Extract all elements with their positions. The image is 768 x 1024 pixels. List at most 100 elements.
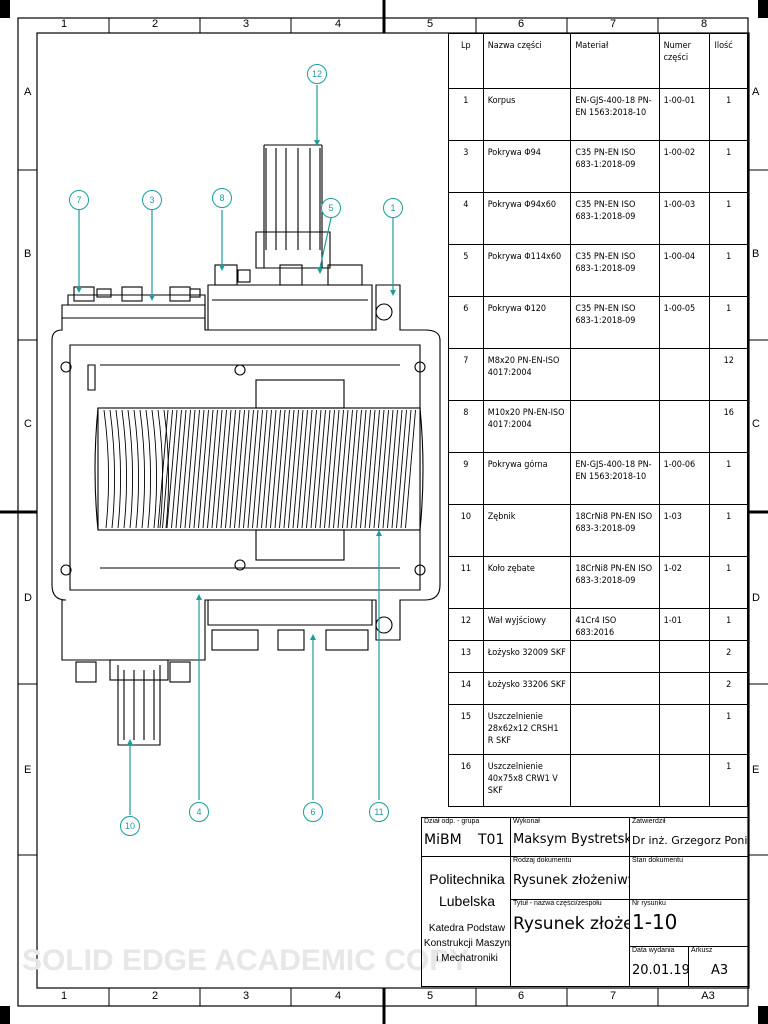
tb-date-label: Data wydania [632, 947, 675, 954]
header-qty: Ilość [709, 33, 748, 89]
tb-dept-line1: Katedra Podstaw [428, 923, 506, 934]
tb-dept-line3: i Mechatroniki [436, 953, 498, 964]
tb-sheet: A3 [711, 963, 729, 978]
parts-cell-name: Pokrywa Φ94x60 [482, 192, 572, 245]
parts-cell-material: EN-GJS-400-18 PN-EN 1563:2018-10 [570, 452, 660, 505]
tb-doctype-cell: Rodzaj dokumentu Rysunek złożeniwy [510, 856, 630, 900]
zone-row-a: A [24, 86, 32, 98]
zone-col-6: 6 [517, 18, 525, 30]
parts-cell-number [658, 704, 711, 755]
tb-title-cell: Tytuł - nazwa części/zespołu Rysunek zło… [510, 899, 630, 987]
parts-cell-number [658, 672, 711, 705]
parts-cell-qty: 1 [709, 608, 748, 641]
balloon-10: 10 [120, 816, 140, 836]
parts-cell-lp: 1 [448, 88, 484, 141]
tb-group: T01 [478, 832, 505, 848]
parts-cell-material: 41Cr4 ISO 683:2016 [570, 608, 660, 641]
zone-row-e: E [24, 764, 32, 776]
zone-col-3-bottom: 3 [242, 990, 250, 1002]
tb-school-line1: Politechnika [429, 871, 505, 887]
tb-author-cell: Wykonał Maksym Bystretskyi [510, 817, 630, 857]
zone-col-7: 7 [609, 18, 617, 30]
parts-cell-material [570, 640, 660, 673]
parts-cell-name: Pokrywa Φ120 [482, 296, 572, 349]
header-lp: Lp [448, 33, 484, 89]
tb-approved: Dr inż. Grzegorz Ponieważ [632, 834, 748, 847]
tb-drawingno: 1-10 [632, 910, 678, 934]
zone-col-1: 1 [60, 18, 68, 30]
parts-cell-lp: 10 [448, 504, 484, 557]
parts-cell-number: 1-00-03 [658, 192, 711, 245]
header-number: Numer części [658, 33, 711, 89]
zone-row-a-right: A [752, 86, 760, 98]
parts-cell-qty: 1 [709, 754, 748, 807]
parts-cell-number [658, 640, 711, 673]
sheet-size-bottom: A3 [701, 990, 715, 1002]
tb-approved-label: Zatwierdził [632, 818, 666, 825]
tb-sheet-cell: Arkusz A3 [688, 946, 749, 987]
tb-date: 20.01.19 [632, 963, 689, 978]
parts-cell-material: C35 PN-EN ISO 683-1:2018-09 [570, 244, 660, 297]
parts-cell-name: Uszczelnienie 28x62x12 CRSH1 R SKF [482, 704, 572, 755]
parts-cell-name: Pokrywa górna [482, 452, 572, 505]
tb-doctype: Rysunek złożeniwy [513, 873, 630, 888]
watermark: SOLID EDGE ACADEMIC COPY [22, 944, 470, 977]
tb-dept-cell: Dział odp. - grupa MiBM T01 [421, 817, 511, 857]
zone-row-c-right: C [752, 418, 760, 430]
parts-cell-name: M10x20 PN-EN-ISO 4017:2004 [482, 400, 572, 453]
zone-row-d: D [24, 592, 32, 604]
parts-cell-name: Korpus [482, 88, 572, 141]
tb-school-line2: Lubelska [438, 893, 496, 909]
parts-cell-material: C35 PN-EN ISO 683-1:2018-09 [570, 140, 660, 193]
zone-col-4: 4 [334, 18, 342, 30]
parts-cell-name: Uszczelnienie 40x75x8 CRW1 V SKF [482, 754, 572, 807]
parts-cell-lp: 5 [448, 244, 484, 297]
parts-cell-name: M8x20 PN-EN-ISO 4017:2004 [482, 348, 572, 401]
parts-cell-name: Koło zębate [482, 556, 572, 609]
parts-cell-material [570, 704, 660, 755]
parts-cell-qty: 1 [709, 504, 748, 557]
parts-cell-material [570, 348, 660, 401]
zone-col-2-bottom: 2 [151, 990, 159, 1002]
parts-cell-number [658, 754, 711, 807]
parts-cell-qty: 16 [709, 400, 748, 453]
tb-dept-line2: Konstrukcji Maszyn [423, 938, 511, 949]
parts-cell-material [570, 754, 660, 807]
zone-col-5: 5 [426, 18, 434, 30]
parts-cell-material: C35 PN-EN ISO 683-1:2018-09 [570, 296, 660, 349]
parts-cell-name: Pokrywa Φ114x60 [482, 244, 572, 297]
zone-col-5-bottom: 5 [426, 990, 434, 1002]
tb-approved-cell: Zatwierdził Dr inż. Grzegorz Ponieważ [629, 817, 749, 857]
parts-cell-number: 1-00-05 [658, 296, 711, 349]
tb-docstate-label: Stan dokumentu [632, 857, 683, 864]
zone-row-d-right: D [752, 592, 760, 604]
zone-row-c: C [24, 418, 32, 430]
zone-row-b-right: B [752, 248, 760, 260]
balloon-7: 7 [69, 190, 89, 210]
balloon-11: 11 [369, 802, 389, 822]
tb-dept-label: Dział odp. - grupa [424, 818, 480, 825]
parts-cell-lp: 4 [448, 192, 484, 245]
tb-sheet-label: Arkusz [691, 947, 713, 954]
balloon-8: 8 [212, 188, 232, 208]
parts-cell-material: 18CrNi8 PN-EN ISO 683-3:2018-09 [570, 504, 660, 557]
parts-cell-material: C35 PN-EN ISO 683-1:2018-09 [570, 192, 660, 245]
parts-cell-number [658, 400, 711, 453]
balloon-6: 6 [303, 802, 323, 822]
balloon-4: 4 [189, 802, 209, 822]
tb-author-label: Wykonał [513, 818, 540, 825]
parts-cell-number: 1-00-06 [658, 452, 711, 505]
header-material: Materiał [570, 33, 660, 89]
parts-cell-lp: 6 [448, 296, 484, 349]
parts-cell-name: Łożysko 33206 SKF [482, 672, 572, 705]
parts-cell-name: Łożysko 32009 SKF [482, 640, 572, 673]
